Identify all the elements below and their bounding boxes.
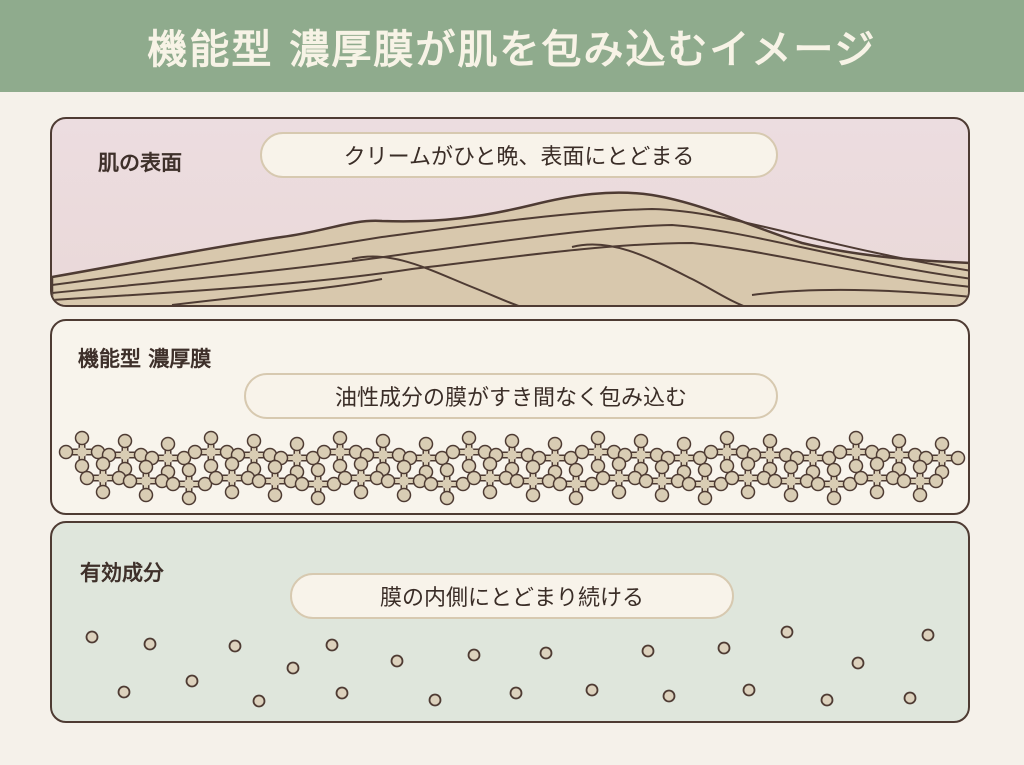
- film-molecule: [187, 430, 235, 474]
- skin-line: [52, 241, 968, 301]
- film-molecule: [273, 436, 321, 480]
- ingredient-particle: [742, 683, 756, 697]
- film-molecule: [595, 456, 643, 500]
- film-molecule: [638, 459, 686, 503]
- film-molecule: [122, 459, 170, 503]
- ingredient-particle: [509, 686, 523, 700]
- film-molecules-illustration: [58, 430, 966, 506]
- skin-surface-caption: クリームがひと晩、表面にとどまる: [260, 132, 778, 178]
- ingredient-particle: [903, 691, 917, 705]
- film-molecule: [144, 436, 192, 480]
- ingredient-particle: [252, 694, 266, 708]
- film-molecule: [316, 430, 364, 474]
- ingredient-particle: [390, 654, 404, 668]
- film-molecule: [251, 459, 299, 503]
- film-molecule: [208, 456, 256, 500]
- ingredient-particle: [467, 648, 481, 662]
- film-molecule: [853, 456, 901, 500]
- skin-layers-illustration: [52, 191, 968, 305]
- diagram-title: 機能型 濃厚膜が肌を包み込むイメージ: [147, 27, 877, 73]
- film-molecule: [875, 433, 923, 477]
- film-molecule: [445, 430, 493, 474]
- film-molecule: [703, 430, 751, 474]
- skin-line: [171, 278, 383, 305]
- skin-line: [351, 255, 519, 305]
- film-molecule: [552, 462, 600, 506]
- film-molecule: [423, 462, 471, 506]
- film-molecule: [402, 436, 450, 480]
- skin-surface-label: 肌の表面: [98, 151, 182, 175]
- ingredient-particle: [228, 639, 242, 653]
- film-molecule: [509, 459, 557, 503]
- ingredient-particle: [85, 630, 99, 644]
- ingredient-panel: 有効成分 膜の内側にとどまり続ける: [50, 521, 970, 723]
- ingredient-particle: [325, 638, 339, 652]
- ingredient-particle: [335, 686, 349, 700]
- film-molecule: [466, 456, 514, 500]
- skin-line: [52, 207, 968, 286]
- ingredient-particle: [117, 685, 131, 699]
- ingredient-particle: [585, 683, 599, 697]
- ingredient-caption: 膜の内側にとどまり続ける: [290, 573, 734, 619]
- ingredient-particle: [539, 646, 553, 660]
- film-molecule: [832, 430, 880, 474]
- film-molecule: [918, 436, 966, 480]
- ingredient-particle: [143, 637, 157, 651]
- film-caption: 油性成分の膜がすき間なく包み込む: [244, 373, 778, 419]
- film-label: 機能型 濃厚膜: [78, 347, 212, 371]
- film-molecule: [574, 430, 622, 474]
- ingredient-particle: [717, 641, 731, 655]
- ingredient-label: 有効成分: [80, 561, 164, 585]
- ingredient-particle: [185, 674, 199, 688]
- skin-line: [751, 288, 968, 298]
- ingredient-particle: [921, 628, 935, 642]
- skin-surface-panel: 肌の表面 クリームがひと晩、表面にとどまる: [50, 117, 970, 307]
- ingredient-particle: [851, 656, 865, 670]
- title-banner: 機能型 濃厚膜が肌を包み込むイメージ: [0, 0, 1024, 92]
- film-molecule: [617, 433, 665, 477]
- ingredient-particle: [428, 693, 442, 707]
- ingredient-particles-illustration: [85, 625, 935, 708]
- ingredient-particle: [286, 661, 300, 675]
- ingredient-particle: [780, 625, 794, 639]
- film-molecule: [724, 456, 772, 500]
- film-molecule: [165, 462, 213, 506]
- film-panel: 機能型 濃厚膜 油性成分の膜がすき間なく包み込む: [50, 319, 970, 515]
- skin-line: [571, 243, 744, 305]
- film-molecule: [767, 459, 815, 503]
- film-molecule: [380, 459, 428, 503]
- skin-line: [52, 223, 968, 294]
- film-molecule: [101, 433, 149, 477]
- film-molecule: [79, 456, 127, 500]
- film-molecule: [294, 462, 342, 506]
- film-molecule: [896, 459, 944, 503]
- ingredient-particle: [641, 644, 655, 658]
- film-molecule: [810, 462, 858, 506]
- film-molecule: [681, 462, 729, 506]
- ingredient-particle: [662, 689, 676, 703]
- ingredient-particle: [820, 693, 834, 707]
